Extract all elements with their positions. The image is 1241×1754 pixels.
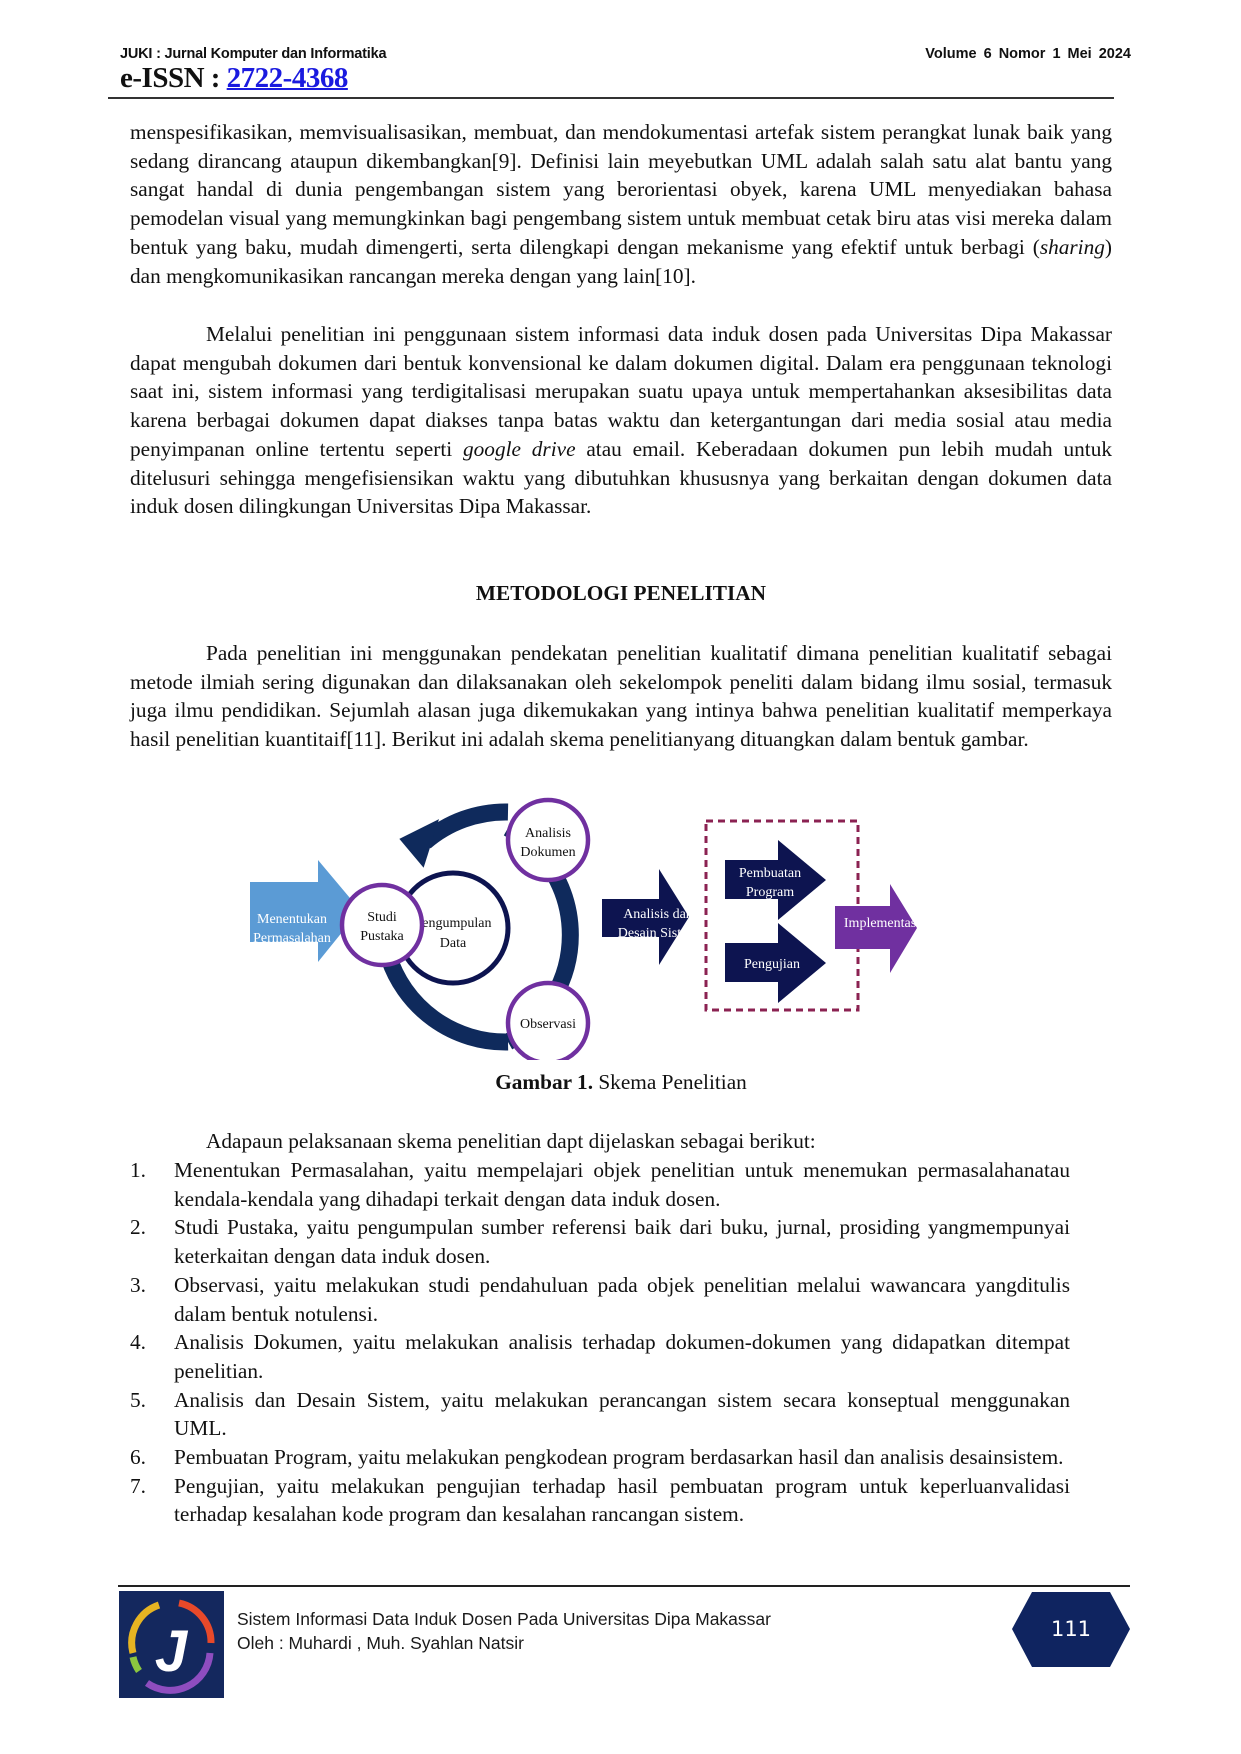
figure-title: Skema Penelitian	[593, 1070, 747, 1094]
observasi-node	[505, 980, 591, 1060]
list-item: 2.Studi Pustaka, yaitu pengumpulan sumbe…	[130, 1215, 1070, 1269]
menentukan-label-2: Permasalahan	[253, 931, 331, 946]
implementasi-label: Implementasi	[844, 916, 920, 931]
pembuatan-program-arrow	[725, 840, 826, 920]
page-badge-hexagon	[1012, 1592, 1130, 1667]
implementasi-arrow	[835, 884, 917, 973]
logo-ring-red	[178, 1599, 215, 1644]
footer-divider	[118, 1585, 1130, 1587]
pembuatan-label-1: Pembuatan	[739, 866, 801, 881]
analisis-dokumen-node	[505, 797, 591, 883]
footer-article-title: Sistem Informasi Data Induk Dosen Pada U…	[237, 1609, 771, 1629]
italic-term: sharing	[1039, 234, 1105, 259]
figure-number: Gambar 1.	[495, 1070, 594, 1094]
footer-article-info: Sistem Informasi Data Induk Dosen Pada U…	[237, 1607, 771, 1655]
pembuatan-label-2: Program	[746, 885, 794, 900]
pengujian-label: Pengujian	[744, 957, 800, 972]
paragraph-steps-intro: Adapaun pelaksanaan skema penelitian dap…	[206, 1129, 816, 1153]
list-item: 6.Pembuatan Program, yaitu melakukan pen…	[130, 1445, 1064, 1470]
page-number: 111	[1050, 1617, 1092, 1641]
analisis-desain-arrow	[602, 869, 689, 965]
observasi-label: Observasi	[520, 1017, 576, 1032]
list-item: 3.Observasi, yaitu melakukan studi penda…	[130, 1272, 1070, 1326]
footer-authors: Oleh : Muhardi , Muh. Syahlan Natsir	[237, 1633, 524, 1653]
logo-ring-yellow	[128, 1601, 161, 1654]
pengujian-arrow	[725, 923, 826, 1003]
studi-pustaka-node	[339, 882, 425, 968]
issn-label: e-ISSN :	[120, 62, 227, 94]
paragraph-methodology: Pada penelitian ini menggunakan pendekat…	[130, 641, 1112, 752]
paragraph-uml-definition: menspesifikasikan, memvisualisasikan, me…	[130, 120, 1112, 288]
analisis-desain-label-1: Analisis dan	[623, 907, 693, 922]
paragraph-research-purpose: Melalui penelitian ini penggunaan sistem…	[130, 322, 1113, 519]
list-item: 1.Menentukan Permasalahan, yaitu mempela…	[130, 1158, 1070, 1211]
analisis-dokumen-label-2: Dokumen	[520, 845, 575, 860]
journal-logo: J	[119, 1591, 224, 1698]
italic-term: google drive	[463, 436, 576, 461]
issn-link[interactable]: 2722-4368	[226, 62, 349, 94]
studi-label-1: Studi	[367, 910, 397, 925]
menentukan-permasalahan-arrow	[250, 860, 360, 962]
list-item: 5.Analisis dan Desain Sistem, yaitu mela…	[130, 1387, 1070, 1441]
analisis-desain-label-2: Desain Sistem	[618, 926, 699, 941]
steps-list: 1.Menentukan Permasalahan, yaitu mempela…	[130, 1156, 1070, 1529]
section-title: METODOLOGI PENELITIAN	[475, 581, 767, 605]
journal-volume: Volume 6 Nomor 1 Mei 2024	[925, 46, 1131, 62]
analisis-dokumen-label-1: Analisis	[525, 826, 571, 841]
logo-ring-green	[129, 1656, 142, 1673]
cycle-ring-bottom-left	[379, 952, 509, 1051]
research-scheme-diagram: Menentukan Permasalahan Pengumpulan Data…	[250, 780, 1070, 1060]
menentukan-label-1: Menentukan	[257, 912, 327, 927]
menentukan-arrow	[250, 780, 350, 858]
list-item: 7.Pengujian, yaitu melakukan pengujian t…	[130, 1473, 1070, 1527]
list-item: 4.Analisis Dokumen, yaitu melakukan anal…	[130, 1330, 1070, 1383]
logo-ring-purple	[144, 1652, 214, 1694]
journal-name: JUKI : Jurnal Komputer dan Informatika	[120, 46, 387, 62]
studi-label-2: Pustaka	[360, 929, 404, 944]
header-divider	[108, 97, 1114, 99]
cycle-arrowhead-icon	[399, 819, 440, 868]
figure-caption: Gambar 1. Skema Penelitian	[130, 1070, 1112, 1095]
cycle-ring-top	[419, 803, 509, 849]
page-number-badge: 111	[1012, 1592, 1130, 1667]
pengumpulan-label-2: Data	[440, 936, 467, 951]
issn: e-ISSN : 2722-4368	[120, 62, 348, 95]
logo-letter: J	[155, 1619, 189, 1684]
pengumpulan-label-1: Pengumpulan	[415, 916, 492, 931]
